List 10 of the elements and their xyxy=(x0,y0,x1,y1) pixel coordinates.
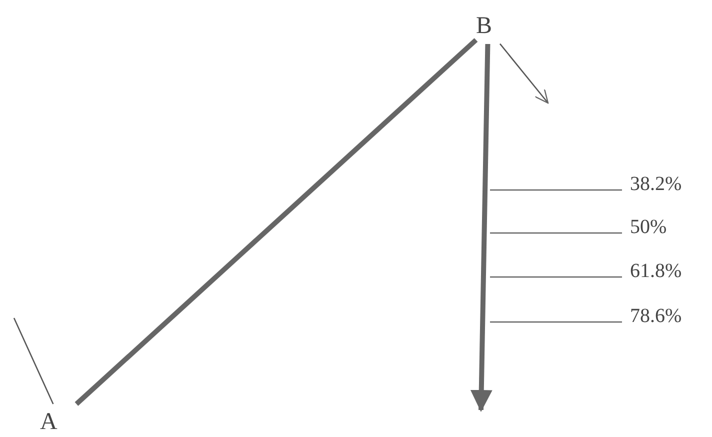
percentage-label: 78.6% xyxy=(630,305,682,327)
price-line xyxy=(74,38,478,406)
percentage-label: 50% xyxy=(630,216,667,238)
arrow xyxy=(470,44,492,412)
price-line xyxy=(13,318,54,404)
percentage-label: 61.8% xyxy=(630,260,682,282)
percentage-label: 38.2% xyxy=(630,173,682,195)
point-label: B xyxy=(476,14,500,44)
arrow xyxy=(500,43,549,104)
point-label: A xyxy=(40,404,80,434)
